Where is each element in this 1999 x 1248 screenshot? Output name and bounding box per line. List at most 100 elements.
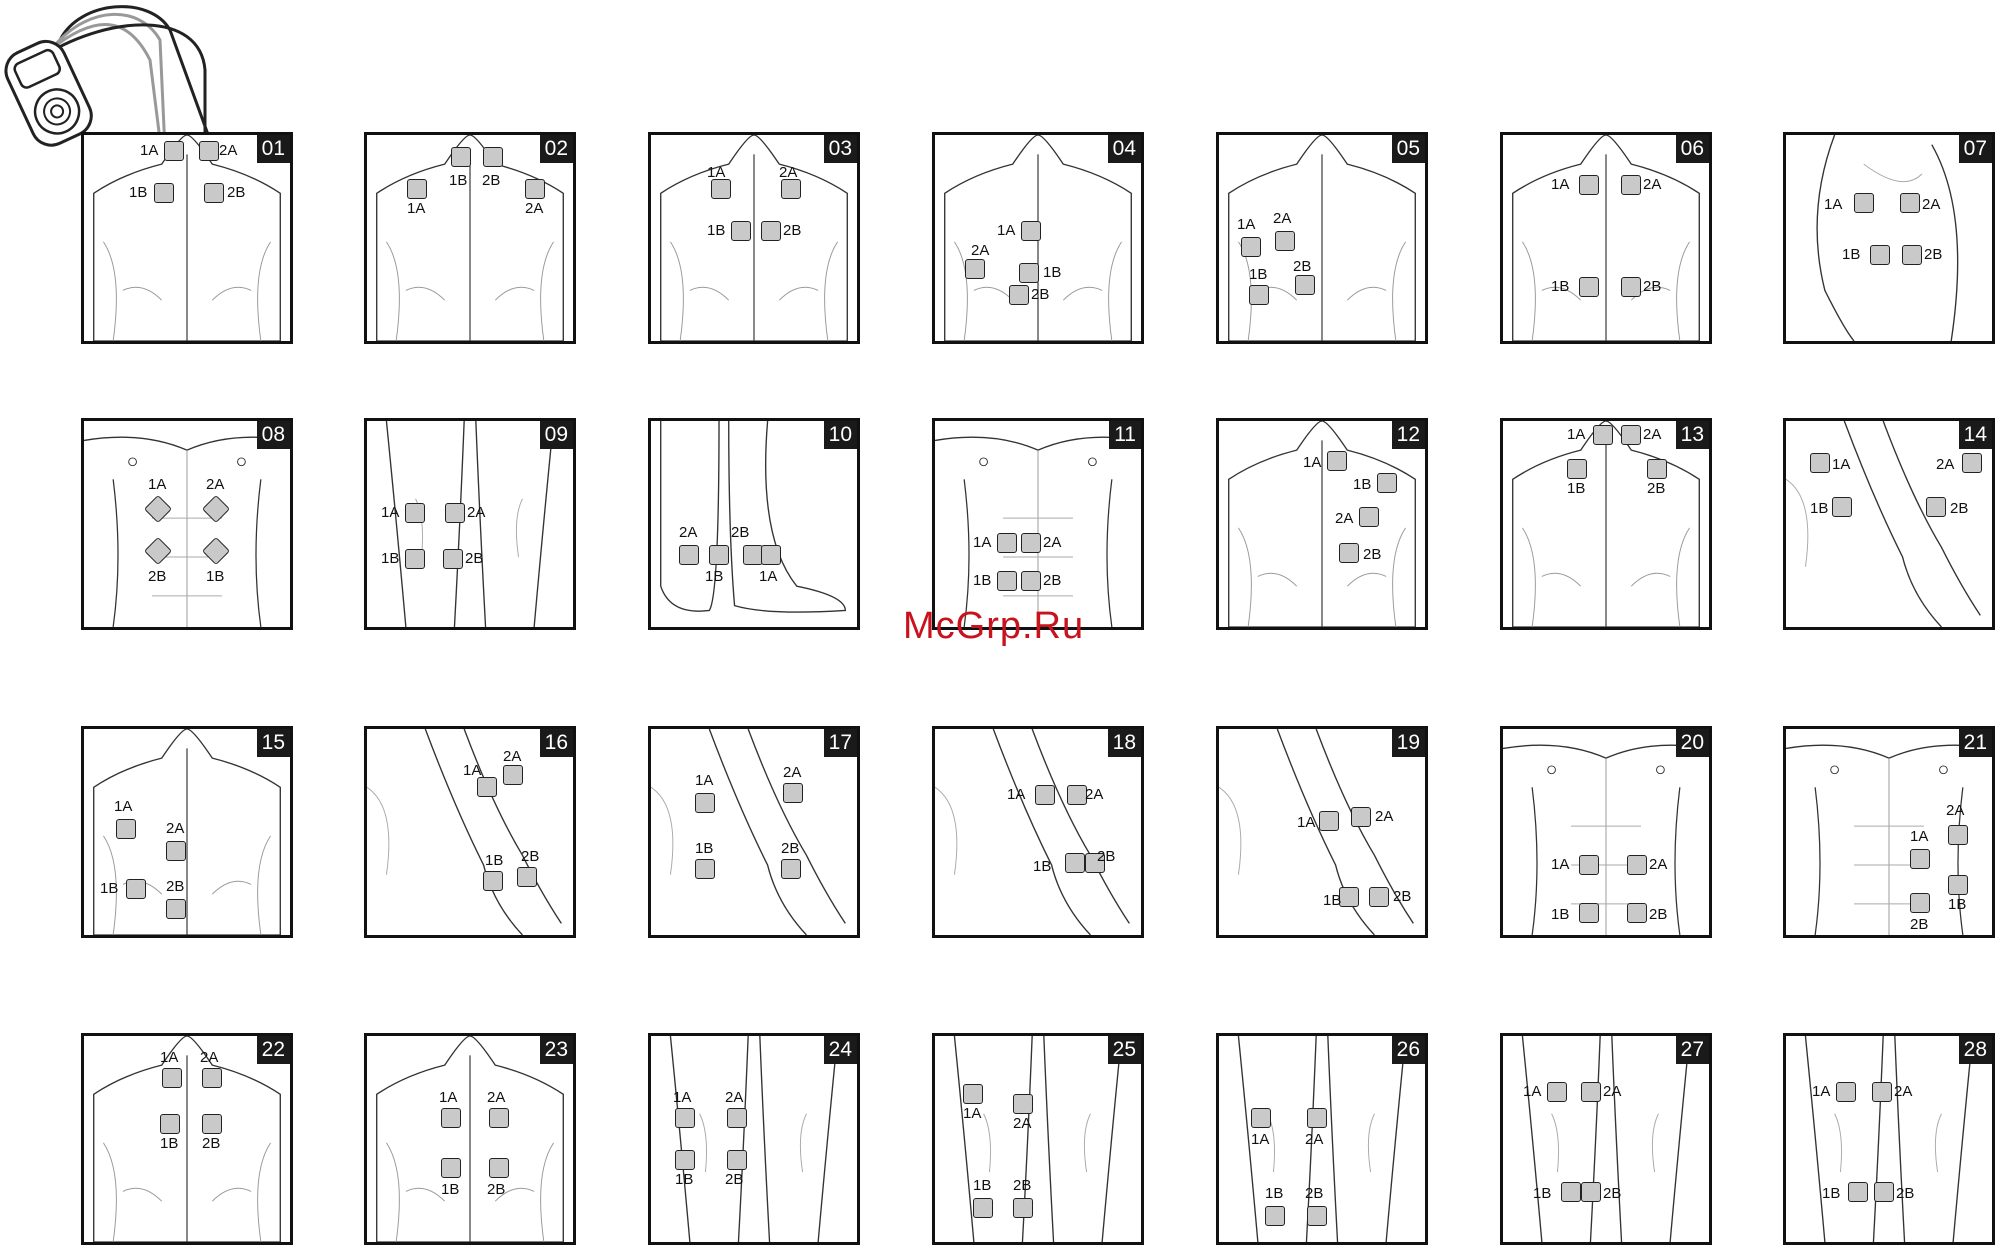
- electrode-pad: [1013, 1094, 1033, 1114]
- electrode-label: 2A: [1643, 426, 1662, 443]
- electrode-pad: [963, 1084, 983, 1104]
- watermark: McGrp.Ru: [903, 605, 1085, 647]
- electrode-pad: [1065, 853, 1085, 873]
- electrode-pad: [1035, 785, 1055, 805]
- electrode-pad: [405, 549, 425, 569]
- electrode-label: 1B: [1533, 1185, 1552, 1202]
- electrode-pad: [695, 793, 715, 813]
- panel-number: 23: [539, 1036, 573, 1064]
- panel-number: 15: [256, 729, 290, 757]
- electrode-pad: [1327, 451, 1347, 471]
- electrode-label: 1B: [707, 222, 726, 239]
- electrode-pad: [154, 183, 174, 203]
- electrode-pad: [709, 545, 729, 565]
- electrode-label: 2A: [1375, 808, 1394, 825]
- electrode-pad: [1359, 507, 1379, 527]
- panel-number: 01: [256, 135, 290, 163]
- electrode-label: 1B: [1551, 906, 1570, 923]
- electrode-pad: [1021, 571, 1041, 591]
- electrode-label: 2A: [783, 764, 802, 781]
- electrode-pad: [1295, 275, 1315, 295]
- panel-number: 08: [256, 421, 290, 449]
- electrode-pad: [1627, 855, 1647, 875]
- electrode-label: 1B: [1810, 500, 1829, 517]
- electrode-pad: [1581, 1182, 1601, 1202]
- electrode-label: 1A: [997, 222, 1016, 239]
- panel-number: 07: [1958, 135, 1992, 163]
- electrode-pad: [116, 819, 136, 839]
- electrode-label: 1A: [963, 1105, 982, 1122]
- body-outline-side: [1816, 135, 1959, 341]
- electrode-pad: [1561, 1182, 1581, 1202]
- electrode-pad: [441, 1108, 461, 1128]
- electrode-label: 2A: [1085, 786, 1104, 803]
- electrode-label: 1A: [160, 1049, 179, 1066]
- electrode-pad: [1251, 1108, 1271, 1128]
- electrode-pad: [675, 1150, 695, 1170]
- electrode-pad: [1854, 193, 1874, 213]
- electrode-pad: [965, 259, 985, 279]
- body-outline-back: [1228, 421, 1416, 627]
- panel-number: 11: [1109, 421, 1141, 449]
- electrode-label: 1B: [485, 852, 504, 869]
- electrode-pad: [1926, 497, 1946, 517]
- electrode-label: 2B: [1603, 1185, 1622, 1202]
- electrode-label: 2A: [219, 142, 238, 159]
- body-outline-arm: [651, 729, 846, 935]
- panel-number: 02: [539, 135, 573, 163]
- electrode-label: 1A: [148, 476, 167, 493]
- body-outline-back: [660, 135, 848, 341]
- electrode-label: 2B: [487, 1181, 506, 1198]
- electrode-label: 1B: [129, 184, 148, 201]
- electrode-label: 2A: [779, 164, 798, 181]
- electrode-pad: [1836, 1082, 1856, 1102]
- electrode-label: 1B: [449, 172, 468, 189]
- electrode-pad: [1019, 263, 1039, 283]
- electrode-label: 1A: [381, 504, 400, 521]
- electrode-label: 2B: [482, 172, 501, 189]
- electrode-label: 1B: [1033, 858, 1052, 875]
- electrode-pad: [477, 777, 497, 797]
- body-outline-feet: [660, 421, 847, 613]
- electrode-pad: [1948, 825, 1968, 845]
- electrode-label: 1B: [100, 880, 119, 897]
- electrode-pad: [1832, 497, 1852, 517]
- body-outline-front: [935, 436, 1141, 627]
- electrode-label: 2B: [148, 568, 167, 585]
- electrode-label: 2B: [781, 840, 800, 857]
- electrode-pad: [517, 867, 537, 887]
- panel-number: 22: [256, 1036, 290, 1064]
- body-outline-legs: [1521, 1036, 1691, 1242]
- electrode-pad: [711, 179, 731, 199]
- body-outline-back: [93, 729, 281, 935]
- electrode-label: 1A: [1551, 176, 1570, 193]
- electrode-pad: [1870, 245, 1890, 265]
- electrode-label: 2B: [1950, 500, 1969, 517]
- electrode-label: 1B: [1822, 1185, 1841, 1202]
- electrode-pad: [1275, 231, 1295, 251]
- body-outline-back: [376, 1036, 564, 1242]
- electrode-label: 1A: [1303, 454, 1322, 471]
- electrode-pad: [1307, 1206, 1327, 1226]
- electrode-pad: [1872, 1082, 1892, 1102]
- electrode-label: 1A: [695, 772, 714, 789]
- electrode-pad: [1810, 453, 1830, 473]
- electrode-pad: [727, 1108, 747, 1128]
- electrode-label: 1B: [1948, 896, 1967, 913]
- electrode-pad: [1621, 277, 1641, 297]
- body-outline-legs: [953, 1036, 1123, 1242]
- electrode-label: 2A: [166, 820, 185, 837]
- electrode-pad: [445, 503, 465, 523]
- panel-number: 06: [1675, 135, 1709, 163]
